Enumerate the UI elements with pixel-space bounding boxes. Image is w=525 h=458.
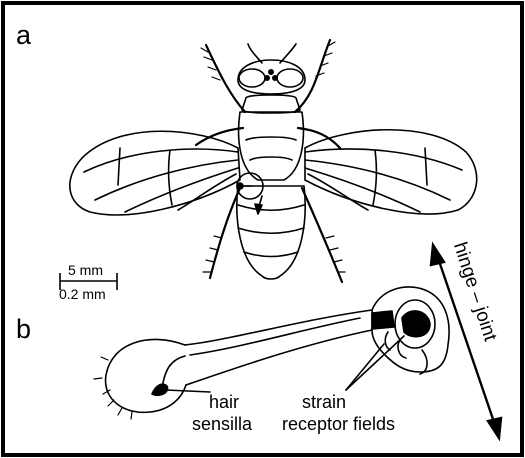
panel-b-label: b (16, 316, 31, 343)
haltere-illustration (94, 287, 449, 419)
scale-bar-top-label: 5 mm (68, 263, 103, 277)
fly-illustration (70, 40, 477, 282)
hair-sensilla-label-line1: hair (209, 393, 239, 411)
fly-abdomen (237, 186, 305, 279)
pointer-line-hair (166, 390, 210, 392)
fly-head (238, 60, 305, 94)
scale-bar-bottom-label: 0.2 mm (59, 287, 106, 301)
strain-receptor-label-line1: strain (302, 393, 346, 411)
pointer-line-strain-1 (346, 344, 384, 390)
haltere-knob (106, 339, 186, 412)
right-wing (305, 130, 477, 214)
hair-sensilla-label-line2: sensilla (192, 415, 252, 433)
strain-receptor-field-1 (402, 311, 430, 337)
panel-a-label: a (16, 22, 31, 49)
left-wing (70, 131, 240, 215)
fly-thorax (239, 95, 304, 180)
figure-border (3, 3, 522, 455)
strain-receptor-label-line2: receptor fields (282, 415, 395, 433)
strain-receptor-field-2 (372, 311, 394, 329)
hair-sensilla-patch (152, 384, 168, 395)
